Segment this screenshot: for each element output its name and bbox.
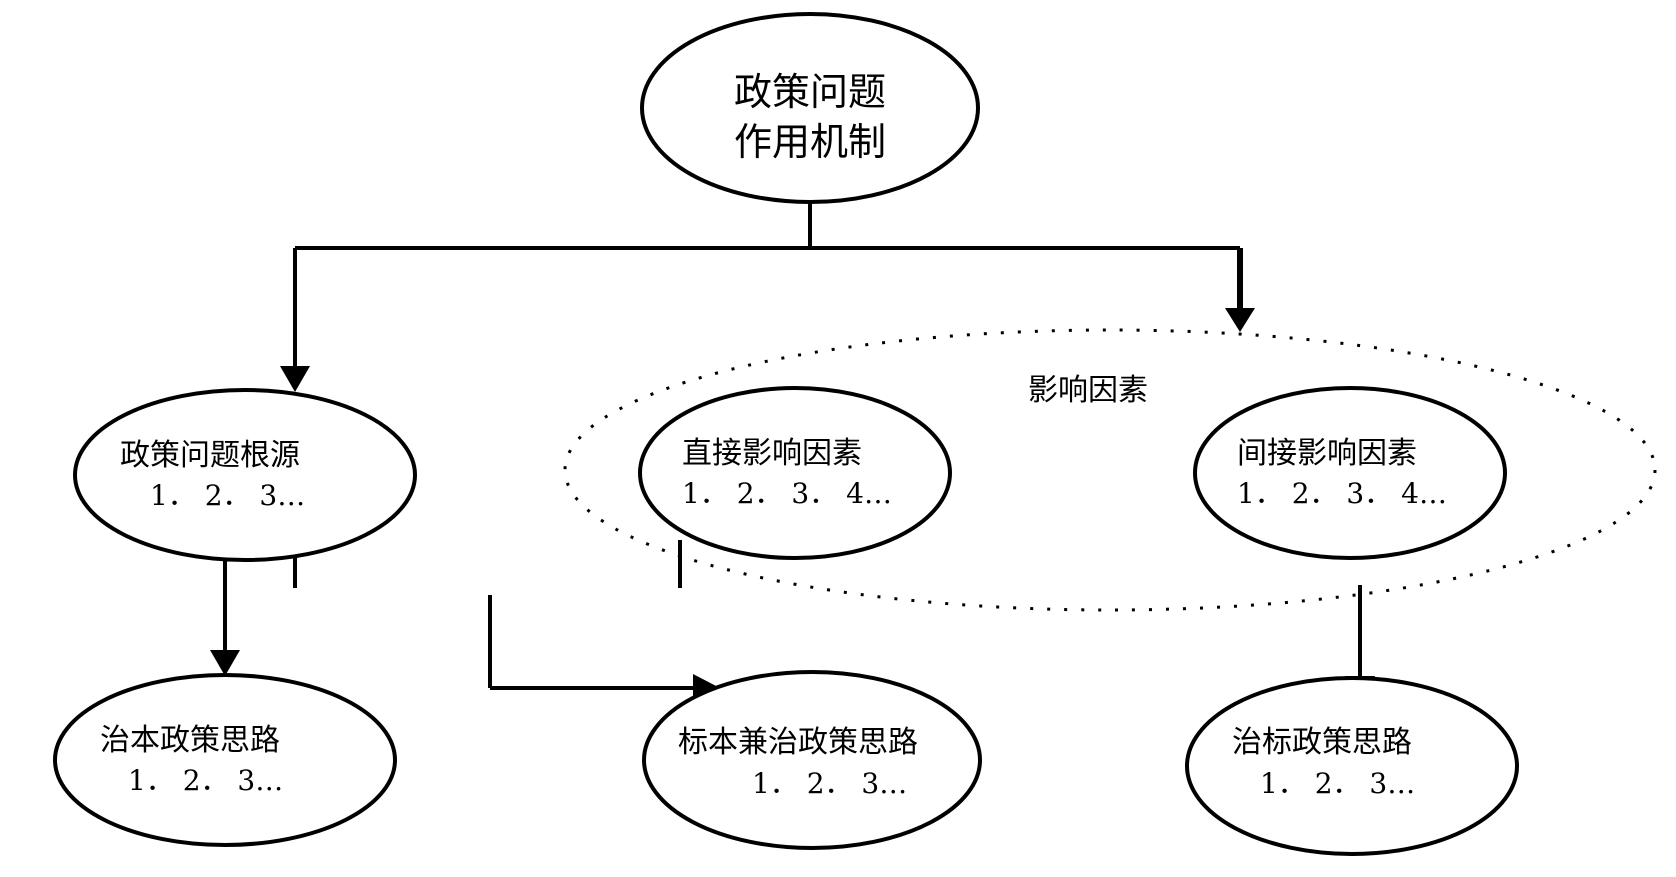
node-direct-factors-title: 直接影响因素 [682, 436, 862, 471]
node-indirect-factors-shape [1193, 386, 1507, 560]
node-root-cause: 政策问题根源 1． 2． 3… [73, 388, 417, 562]
node-symptom-policy-shape [1185, 676, 1519, 856]
node-root-cause-title: 政策问题根源 [120, 438, 300, 473]
node-policy-mechanism: 政策问题 作用机制 [640, 12, 980, 204]
connectors [210, 203, 1375, 702]
influence-factors-group-boundary [563, 328, 1657, 612]
node-symptom-policy: 治标政策思路 1． 2． 3… [1185, 676, 1519, 856]
node-symptom-policy-title: 治标政策思路 [1232, 725, 1412, 760]
node-root-policy-shape [53, 673, 397, 847]
node-direct-factors: 直接影响因素 1． 2． 3． 4… [638, 386, 952, 560]
node-combined-policy-title: 标本兼治政策思路 [678, 725, 918, 760]
node-policy-mechanism-line1: 政策问题 [734, 70, 886, 114]
node-combined-policy-shape [642, 670, 982, 850]
group-influence-factors-label: 影响因素 [1028, 373, 1148, 408]
node-root-policy: 治本政策思路 1． 2． 3… [53, 673, 397, 847]
node-direct-factors-items: 1． 2． 3． 4… [682, 477, 892, 510]
node-direct-factors-shape [638, 386, 952, 560]
node-policy-mechanism-shape [640, 12, 980, 204]
arrowhead-root-policy [210, 650, 240, 676]
node-root-cause-shape [73, 388, 417, 562]
node-indirect-factors: 间接影响因素 1． 2． 3． 4… [1193, 386, 1507, 560]
node-indirect-factors-items: 1． 2． 3． 4… [1237, 477, 1447, 510]
node-indirect-factors-title: 间接影响因素 [1237, 436, 1417, 471]
node-policy-mechanism-line2: 作用机制 [734, 120, 886, 164]
node-root-policy-title: 治本政策思路 [100, 723, 280, 758]
arrowhead-root-cause [280, 366, 310, 392]
node-symptom-policy-items: 1． 2． 3… [1260, 767, 1415, 800]
node-root-policy-items: 1． 2． 3… [128, 764, 283, 797]
node-combined-policy-items: 1． 2． 3… [752, 767, 907, 800]
node-combined-policy: 标本兼治政策思路 1． 2． 3… [642, 670, 982, 850]
node-root-cause-items: 1． 2． 3… [150, 479, 305, 512]
arrowhead-factors-group [1225, 308, 1255, 332]
